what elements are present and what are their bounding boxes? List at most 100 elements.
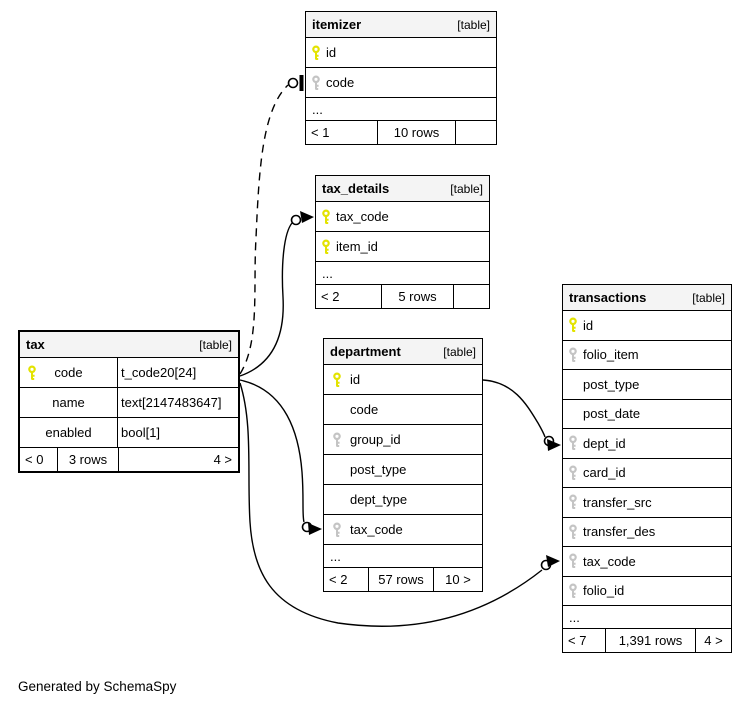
column-name: enabled [45,425,92,440]
foreign-key-icon [563,435,583,451]
primary-key-icon [563,317,583,333]
foreign-key-icon [563,347,583,363]
column-name: post_date [583,406,641,422]
table-type-tag: [table] [450,181,483,196]
row-count: 3 rows [58,448,119,471]
edge-circle-terminator [287,77,299,89]
edge-arrowhead [300,211,314,223]
table-type-tag: [table] [199,337,232,352]
column-name: id [326,45,337,60]
column-row-folio_item: folio_item [563,341,731,370]
edge-circle-terminator [290,214,302,226]
more-columns-ellipsis: ... [324,545,482,568]
table-header-tax_details[interactable]: tax_details [table] [316,176,489,202]
row-count: 57 rows [369,568,434,591]
column-name: id [583,317,594,333]
table-header-department[interactable]: department[table] [324,339,482,365]
column-name: transfer_src [583,494,652,510]
table-header-itemizer[interactable]: itemizer [table] [306,12,496,38]
column-name: code [350,402,379,417]
edge-line [239,382,543,627]
column-row-code: code [324,395,482,425]
column-row-enabled: enabled bool[1] [20,418,238,448]
edge-department-to-transactions [482,379,561,451]
edge-tax-to-department [239,379,322,535]
child-count [456,121,496,144]
column-name: post_type [350,462,407,477]
column-name-cell: name [20,388,117,417]
column-name: group_id [350,432,401,447]
more-columns-ellipsis: ... [563,606,731,629]
foreign-key-icon [306,75,326,91]
column-name: dept_id [583,435,626,451]
table-department[interactable]: department[table]id code group_id post_type… [323,338,483,592]
table-type-tag: [table] [457,17,490,32]
column-row-folio_id: folio_id [563,577,731,606]
table-header-transactions[interactable]: transactions[table] [563,285,731,311]
row-count: 5 rows [382,285,454,308]
column-name: folio_id [583,583,625,599]
column-row-post_type: post_type [324,455,482,485]
column-name-cell: code [20,358,117,387]
column-row-id: id [563,311,731,341]
column-type: t_code20[24] [117,358,238,387]
edge-line [239,379,305,523]
column-row-item_id: item_id [316,232,489,262]
column-type: bool[1] [117,418,238,447]
more-columns-ellipsis: ... [306,98,496,121]
table-name: transactions [569,290,647,305]
column-name: tax_code [350,522,403,537]
row-count: 1,391 rows [606,629,696,652]
primary-key-icon [306,45,326,61]
column-row-code: code [306,68,496,98]
column-name: code [54,365,83,380]
parent-count: < 7 [563,629,606,652]
parent-count: < 2 [324,568,369,591]
column-row-tax_code: tax_code [324,515,482,545]
column-name: card_id [583,465,626,481]
column-row-code: code t_code20[24] [20,358,238,388]
table-transactions[interactable]: transactions[table] id folio_item post_type… [562,284,732,653]
foreign-key-icon [563,494,583,510]
column-name: post_type [583,376,640,392]
table-name: tax_details [322,181,390,196]
primary-key-icon [316,239,336,255]
column-name: dept_type [350,492,408,507]
table-header-tax[interactable]: tax [table] [20,332,238,358]
column-name: code [326,75,355,90]
column-row-tax_code: tax_code [316,202,489,232]
edge-tax-to-tax-details [239,211,314,377]
foreign-key-icon [324,522,350,538]
edge-arrowhead [308,523,322,535]
primary-key-icon [316,209,336,225]
edge-arrowhead [546,555,560,567]
edge-line [482,379,546,438]
column-row-transfer_src: transfer_src [563,488,731,518]
edge-bar-terminator [299,75,304,91]
column-row-card_id: card_id [563,459,731,488]
table-name: itemizer [312,17,362,32]
more-columns-ellipsis: ... [316,262,489,285]
column-name: tax_code [583,553,636,569]
column-row-id: id [324,365,482,395]
edge-tax-to-transactions [239,382,560,627]
child-count [454,285,489,308]
foreign-key-icon [324,432,350,448]
primary-key-icon [24,365,40,381]
table-name: tax [26,337,45,352]
parent-count: < 0 [20,448,58,471]
column-name-cell: enabled [20,418,117,447]
column-name: transfer_des [583,524,656,540]
row-count: 10 rows [378,121,456,144]
